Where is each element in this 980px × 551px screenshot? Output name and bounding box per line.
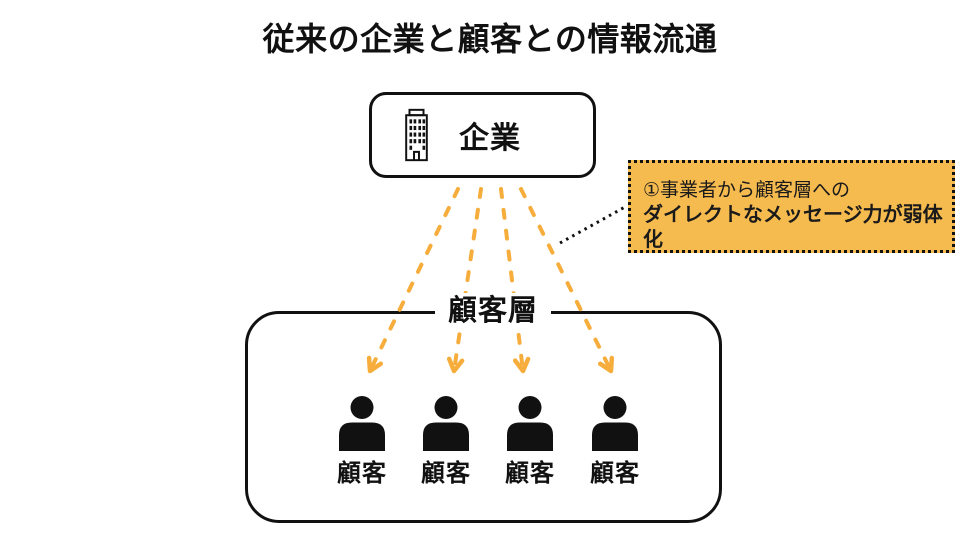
callout-line2: ダイレクトなメッセージ力が弱体化	[643, 204, 943, 251]
customer-label: 顧客	[505, 460, 555, 487]
company-box: 企業	[369, 92, 596, 178]
customer-label: 顧客	[590, 460, 640, 487]
person-icon	[507, 396, 553, 451]
callout-line1: ①事業者から顧客層への	[643, 180, 851, 201]
customer-item: 顧客	[493, 396, 567, 488]
customer-item: 顧客	[325, 396, 399, 488]
customer-label: 顧客	[337, 460, 387, 487]
callout-box: ①事業者から顧客層への ダイレクトなメッセージ力が弱体化	[628, 160, 955, 253]
building-icon	[400, 108, 433, 162]
person-icon	[423, 396, 469, 451]
company-label: 企業	[459, 122, 521, 155]
customer-item: 顧客	[578, 396, 652, 488]
callout-leader-line	[559, 205, 626, 245]
customer-item: 顧客	[409, 396, 483, 488]
person-icon	[339, 396, 385, 451]
customer-label: 顧客	[421, 460, 471, 487]
person-icon	[592, 396, 638, 451]
diagram-title: 従来の企業と顧客との情報流通	[262, 21, 718, 57]
customer-group-label: 顧客層	[434, 293, 552, 329]
